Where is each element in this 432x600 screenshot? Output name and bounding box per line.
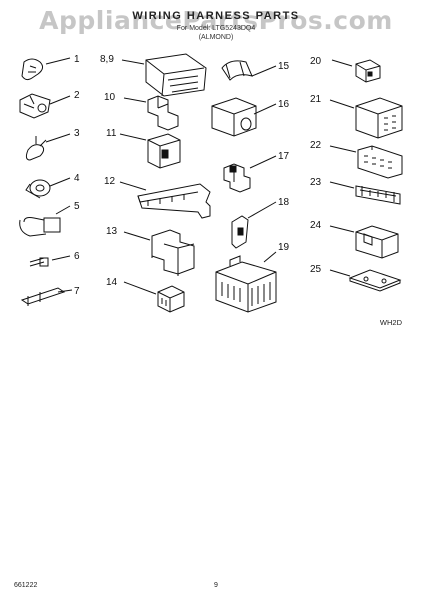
part-17-label: 17 [278,151,290,162]
part-4[interactable]: 4 [25,173,80,199]
part-15-label: 15 [278,61,290,72]
part-20-label: 20 [310,56,322,67]
part-17[interactable]: 17 [223,151,290,193]
part-14-label: 14 [106,277,118,288]
model-subtitle: For Model: LTG5243DQ4 [176,25,256,32]
part-18-label: 18 [278,197,290,208]
part-19-label: 19 [278,242,290,253]
part-10-label: 10 [104,92,116,103]
diagram-title: WIRING HARNESS PARTS [132,10,300,22]
part-12-label: 12 [104,176,116,187]
footer-part-number: 661222 [14,582,38,589]
part-19[interactable]: 19 [215,242,290,313]
watermark-text: AppliancePartsPros.com [39,6,393,35]
part-11-label: 11 [106,128,117,139]
color-subtitle: (ALMOND) [198,34,234,41]
part-10[interactable]: 10 [104,92,179,131]
part-24-label: 24 [310,220,322,231]
part-20[interactable]: 20 [310,56,381,83]
part-14[interactable]: 14 [106,277,185,313]
part-24[interactable]: 24 [310,220,399,259]
part-23[interactable]: 23 [310,177,401,205]
part-15[interactable]: 15 [221,60,290,81]
part-3[interactable]: 3 [25,128,80,161]
part-1[interactable]: 1 [21,54,80,81]
part-7-label: 7 [74,286,80,297]
part-1-label: 1 [74,54,80,65]
part-2-label: 2 [74,90,80,101]
part-13[interactable]: 13 [106,226,195,276]
part-13-label: 13 [106,226,118,237]
part-21[interactable]: 21 [310,94,403,139]
part-22[interactable]: 22 [310,140,403,179]
part-8-9[interactable]: 8,9 [100,53,207,97]
part-11[interactable]: 11 [106,128,181,169]
part-6-label: 6 [74,251,80,262]
part-7[interactable]: 7 [20,286,80,306]
part-22-label: 22 [310,140,322,151]
part-6[interactable]: 6 [29,251,80,267]
part-4-label: 4 [74,173,80,184]
part-16-label: 16 [278,99,290,110]
footer-page-number: 9 [214,582,218,589]
part-25[interactable]: 25 [310,264,402,292]
part-5-label: 5 [74,201,80,212]
diagram-code: WH2D [379,318,402,327]
part-2[interactable]: 2 [19,90,80,119]
part-23-label: 23 [310,177,322,188]
part-21-label: 21 [310,94,322,105]
part-3-label: 3 [74,128,80,139]
part-12[interactable]: 12 [104,176,211,219]
part-25-label: 25 [310,264,322,275]
part-16[interactable]: 16 [211,97,290,137]
part-8-9-label: 8,9 [100,54,114,65]
part-18[interactable]: 18 [231,197,290,249]
part-5[interactable]: 5 [19,201,80,237]
